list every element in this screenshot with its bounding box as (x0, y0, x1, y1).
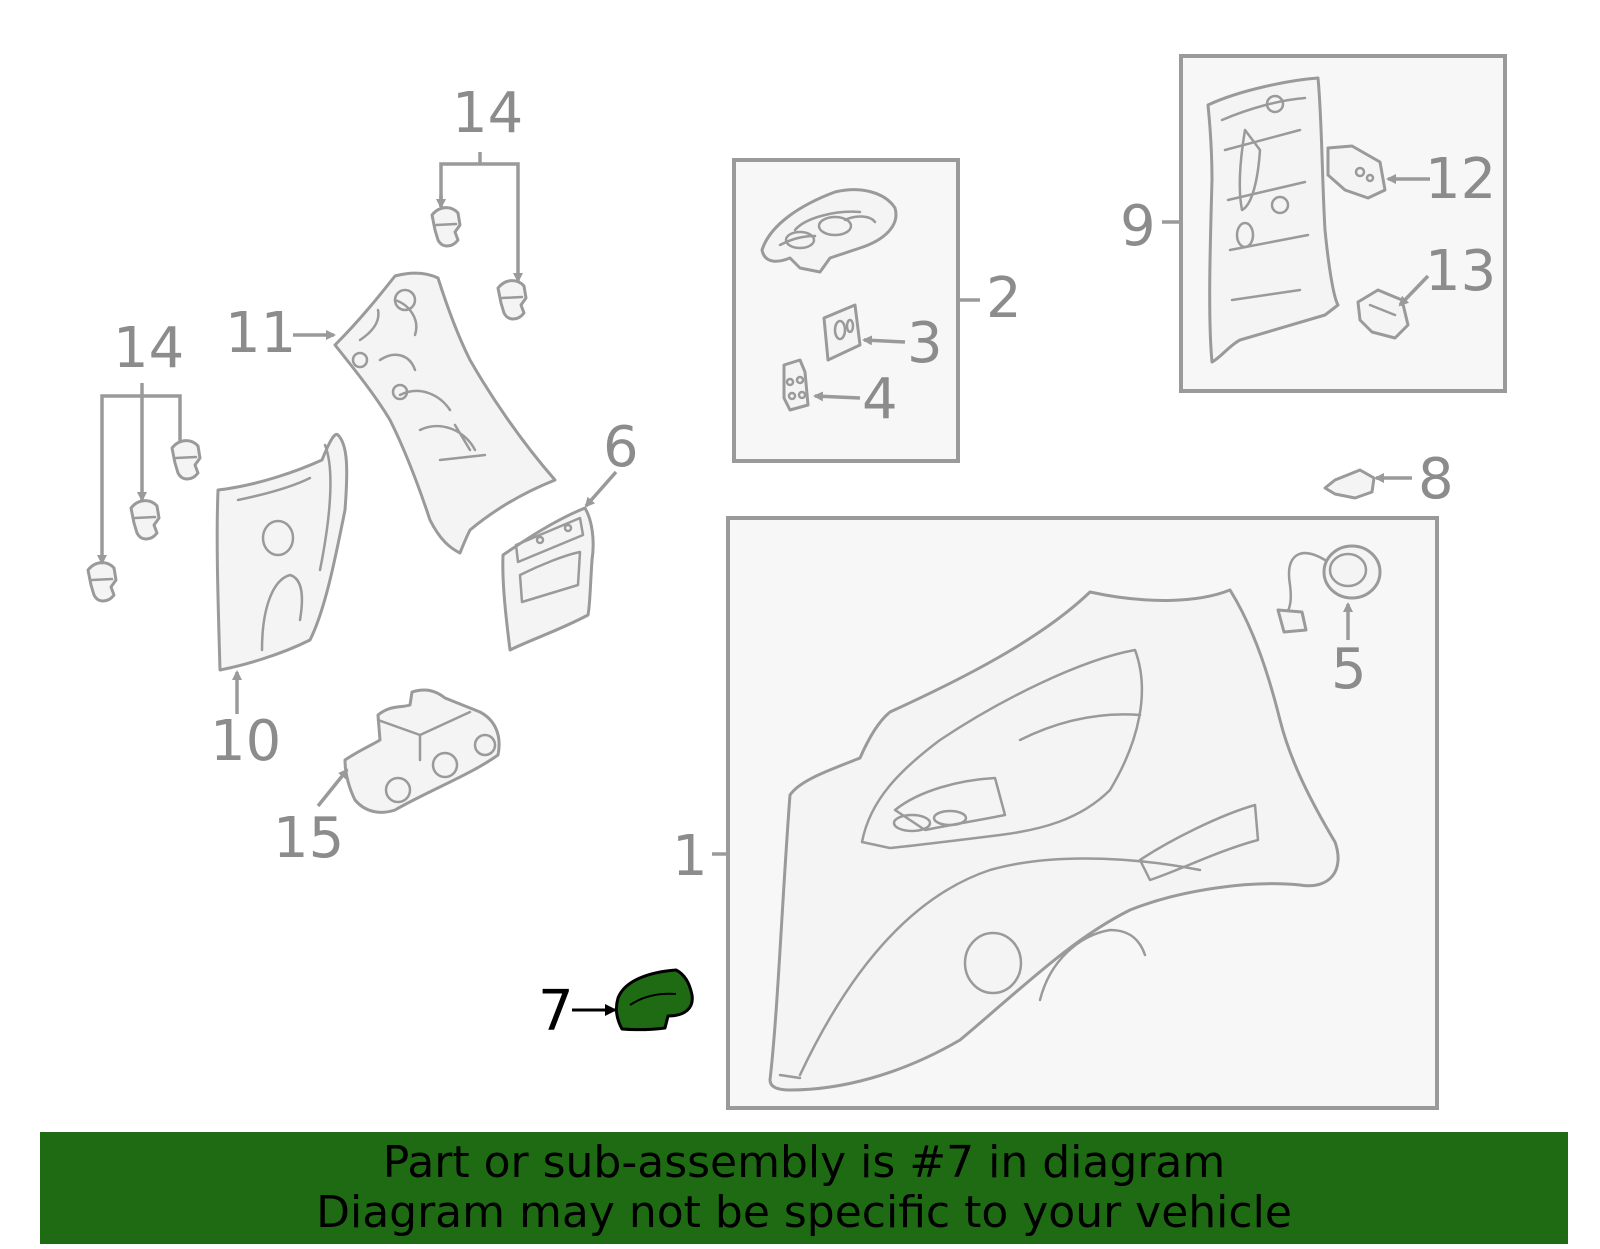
callout-14-top: 14 (452, 81, 523, 146)
part-1-quarter-panel (768, 588, 1340, 1092)
fastener-14-left-b (129, 499, 161, 541)
fastener-14-left-a (170, 439, 202, 481)
callout-15: 15 (273, 806, 344, 871)
part-11-console-panel (333, 271, 557, 555)
callout-2: 2 (986, 266, 1022, 331)
part-3-bracket (822, 303, 862, 362)
part-13-clip (1356, 288, 1410, 340)
callout-1: 1 (672, 824, 708, 889)
part-9-pillar-trim (1206, 76, 1340, 364)
part-10-lower-panel (215, 432, 349, 672)
callout-13: 13 (1425, 239, 1496, 304)
callout-14-left: 14 (113, 316, 184, 381)
callout-3: 3 (907, 311, 943, 376)
info-banner: Part or sub-assembly is #7 in diagram Di… (40, 1132, 1568, 1244)
fastener-14-top-b (496, 279, 528, 321)
callout-7: 7 (538, 979, 574, 1044)
part-12-clip (1326, 144, 1387, 200)
part-6-cover (501, 506, 595, 652)
part-2-handle-bezel (760, 188, 898, 274)
part-15-switch (343, 688, 501, 814)
part-7-highlighted (614, 968, 694, 1032)
callout-10: 10 (210, 709, 281, 774)
callout-9: 9 (1120, 194, 1156, 259)
callout-11: 11 (225, 301, 296, 366)
part-8-cap (1323, 468, 1376, 500)
callout-4: 4 (862, 367, 898, 432)
callout-12: 12 (1425, 147, 1496, 212)
callout-5: 5 (1331, 637, 1367, 702)
fastener-14-top-a (430, 206, 462, 248)
callout-6: 6 (603, 415, 639, 480)
banner-line-1: Part or sub-assembly is #7 in diagram (382, 1137, 1226, 1188)
banner-line-2: Diagram may not be specific to your vehi… (316, 1187, 1292, 1238)
part-5-lamp (1276, 544, 1382, 634)
callout-8: 8 (1418, 447, 1454, 512)
fastener-14-left-c (86, 561, 118, 603)
part-4-clip (782, 358, 810, 412)
